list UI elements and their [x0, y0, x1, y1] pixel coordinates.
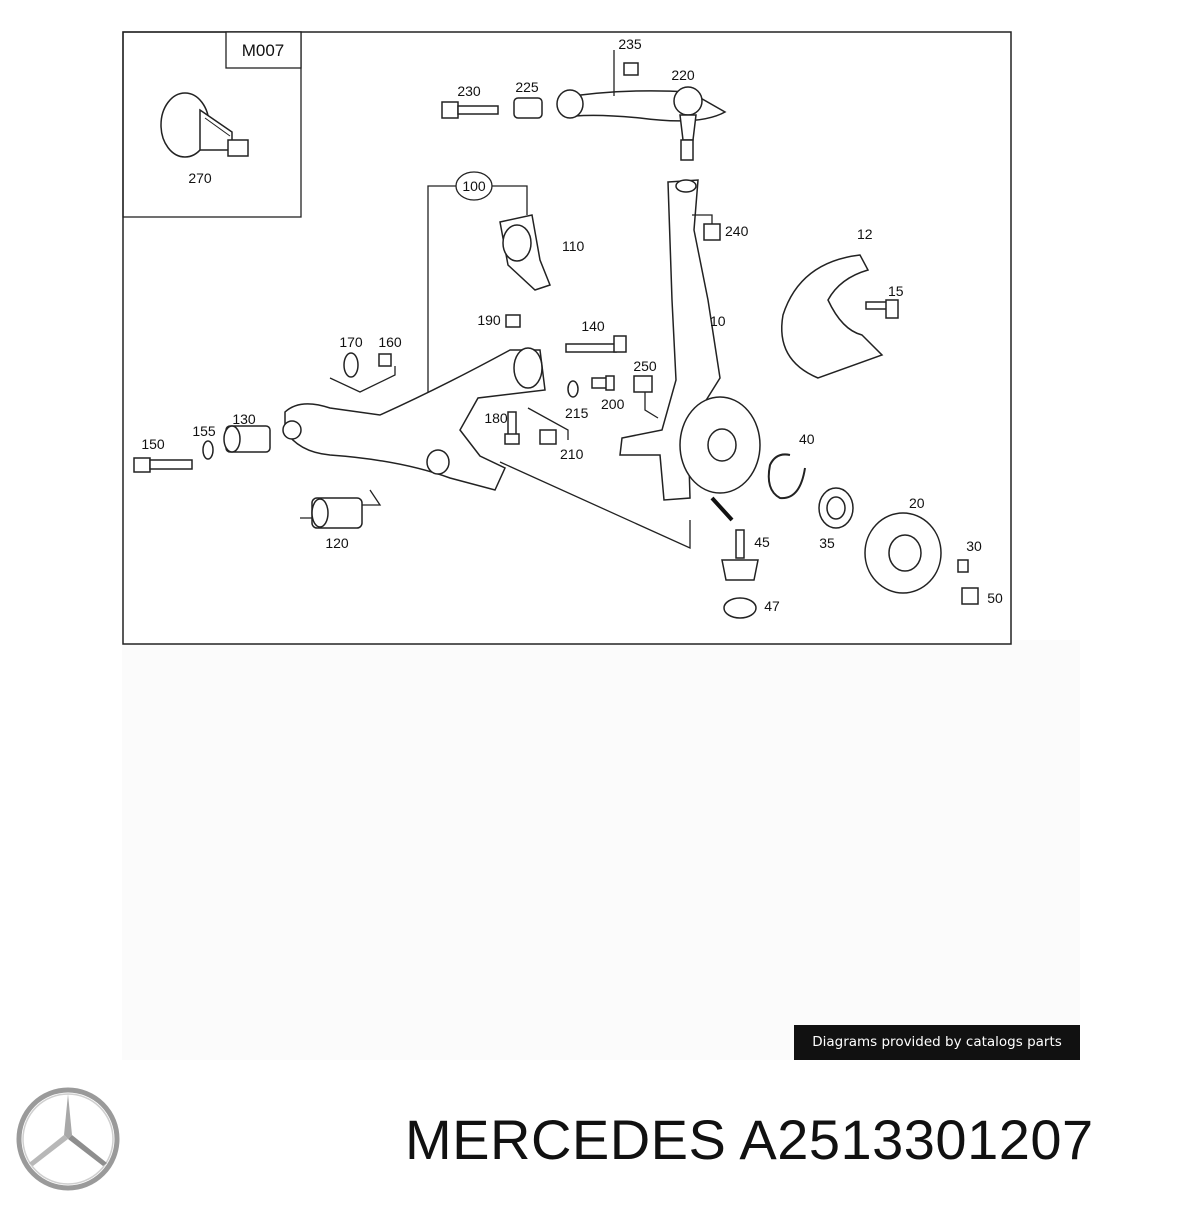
label-10: 10: [710, 313, 726, 329]
washer-155: [202, 440, 214, 460]
leader-120: [300, 489, 382, 519]
bushing-110: [499, 214, 551, 291]
label-215: 215: [565, 405, 589, 421]
label-12: 12: [857, 226, 873, 242]
bolt-150: [133, 457, 193, 473]
hub-flange: [679, 396, 761, 494]
nut-250: [633, 375, 653, 393]
nut-50: [961, 587, 979, 605]
boot-47: [723, 597, 757, 619]
backdrop: [122, 640, 1080, 1060]
nut-160: [378, 353, 392, 367]
dust-shield: [781, 254, 884, 379]
label-225: 225: [515, 79, 539, 95]
label-130: 130: [232, 411, 256, 427]
steering-knuckle: [619, 179, 721, 501]
label-45: 45: [754, 534, 770, 550]
leader-170-160: [329, 366, 396, 393]
label-250: 250: [633, 358, 657, 374]
brand-name: MERCEDES: [405, 1108, 727, 1171]
brand-part-number: MERCEDES A2513301207: [405, 1105, 1195, 1175]
bolt-180: [504, 411, 520, 445]
bushing-120-face: [311, 498, 329, 528]
label-110: 110: [562, 238, 585, 254]
leader-45-arm: [499, 461, 691, 550]
label-50: 50: [987, 590, 1003, 606]
label-180: 180: [484, 410, 508, 426]
washer-215: [567, 380, 579, 398]
wheel-hub-20: [864, 512, 942, 594]
nut-210: [539, 429, 557, 445]
label-170: 170: [339, 334, 363, 350]
label-30: 30: [966, 538, 982, 554]
bushing-225: [513, 97, 543, 119]
nut-235: [623, 62, 639, 76]
label-15: 15: [888, 283, 904, 299]
leader-240: [692, 214, 713, 224]
stud-30: [957, 559, 969, 573]
label-35: 35: [819, 535, 835, 551]
label-155: 155: [192, 423, 216, 439]
bolt-200: [591, 375, 615, 391]
ball-joint-45: [721, 529, 759, 581]
cv-joint-part: [160, 92, 249, 158]
label-120: 120: [325, 535, 349, 551]
label-40: 40: [799, 431, 815, 447]
label-210: 210: [560, 446, 584, 462]
part-number: A2513301207: [739, 1108, 1094, 1171]
label-140: 140: [581, 318, 605, 334]
group-bracket: [427, 185, 528, 395]
label-235: 235: [618, 36, 642, 52]
mercedes-star-icon: [16, 1087, 120, 1191]
washer-170: [343, 352, 359, 378]
leader-250: [644, 392, 659, 419]
label-160: 160: [378, 334, 402, 350]
label-190: 190: [477, 312, 501, 328]
upper-control-arm: [556, 86, 727, 161]
label-47: 47: [764, 598, 780, 614]
inset-box: [122, 31, 302, 218]
ball-joint-arrow: [710, 496, 734, 522]
label-150: 150: [141, 436, 165, 452]
label-100: 100: [462, 178, 486, 194]
inset-code-box: [225, 31, 302, 69]
label-230: 230: [457, 83, 481, 99]
label-270: 270: [188, 170, 212, 186]
bolt-15: [865, 299, 899, 319]
bolt-230: [441, 101, 499, 119]
leader-210: [527, 407, 569, 440]
label-200: 200: [601, 396, 625, 412]
bolt-140: [565, 335, 627, 353]
inset-code: M007: [242, 41, 285, 60]
lower-control-arm: [282, 347, 546, 491]
label-240: 240: [725, 223, 749, 239]
snap-ring-40: [767, 453, 806, 500]
diagram-credit-banner: Diagrams provided by catalogs parts: [794, 1025, 1080, 1060]
nut-240: [703, 223, 721, 241]
bushing-130-face: [223, 425, 241, 453]
label-220: 220: [671, 67, 695, 83]
nut-190: [505, 314, 521, 328]
label-20: 20: [909, 495, 925, 511]
bearing-35: [818, 487, 854, 529]
